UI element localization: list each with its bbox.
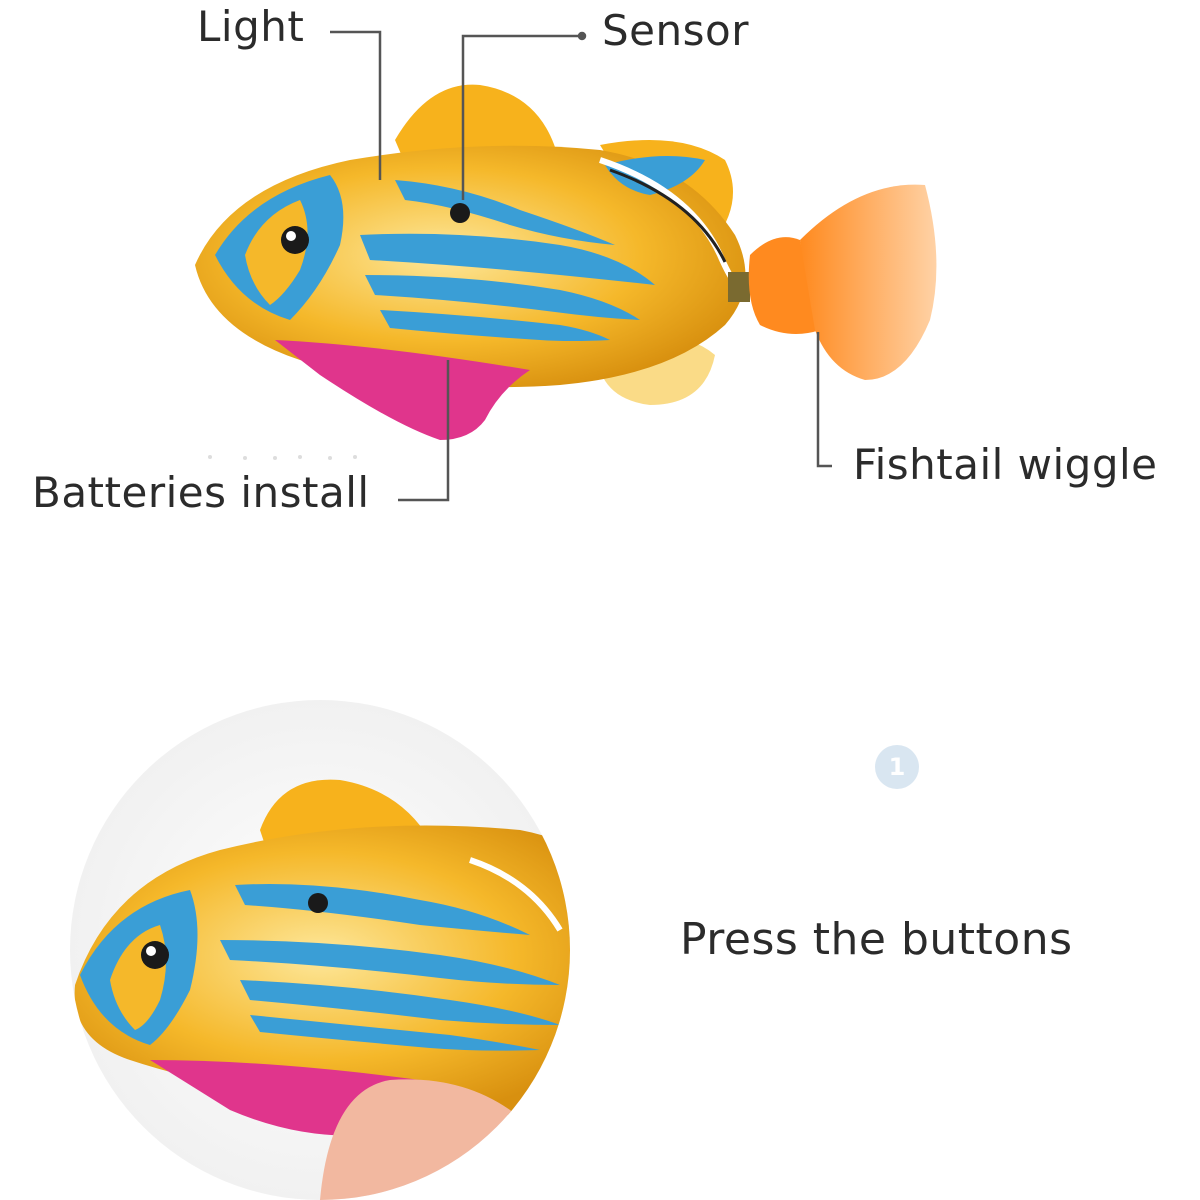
sensor-leader: [461, 34, 582, 200]
closeup-circle: [70, 700, 570, 1200]
step-number-badge: 1: [875, 745, 919, 789]
fish-tail: [748, 184, 937, 380]
fishtail-callout-label: Fishtail wiggle: [853, 440, 1158, 489]
batteries-leader: [398, 360, 450, 502]
decorative-dots: [208, 455, 357, 460]
fishtail-leader: [816, 332, 832, 468]
batteries-callout-label: Batteries install: [32, 468, 370, 517]
top-fish: [195, 84, 937, 440]
light-callout-label: Light: [197, 2, 305, 51]
sensor-icon: [450, 203, 470, 223]
eye-icon: [281, 226, 309, 254]
light-leader: [330, 30, 382, 180]
sensor-callout-label: Sensor: [602, 6, 749, 55]
fish-belly: [275, 340, 530, 440]
leader-lines: [330, 30, 832, 502]
instruction-text: Press the buttons: [680, 914, 1073, 965]
